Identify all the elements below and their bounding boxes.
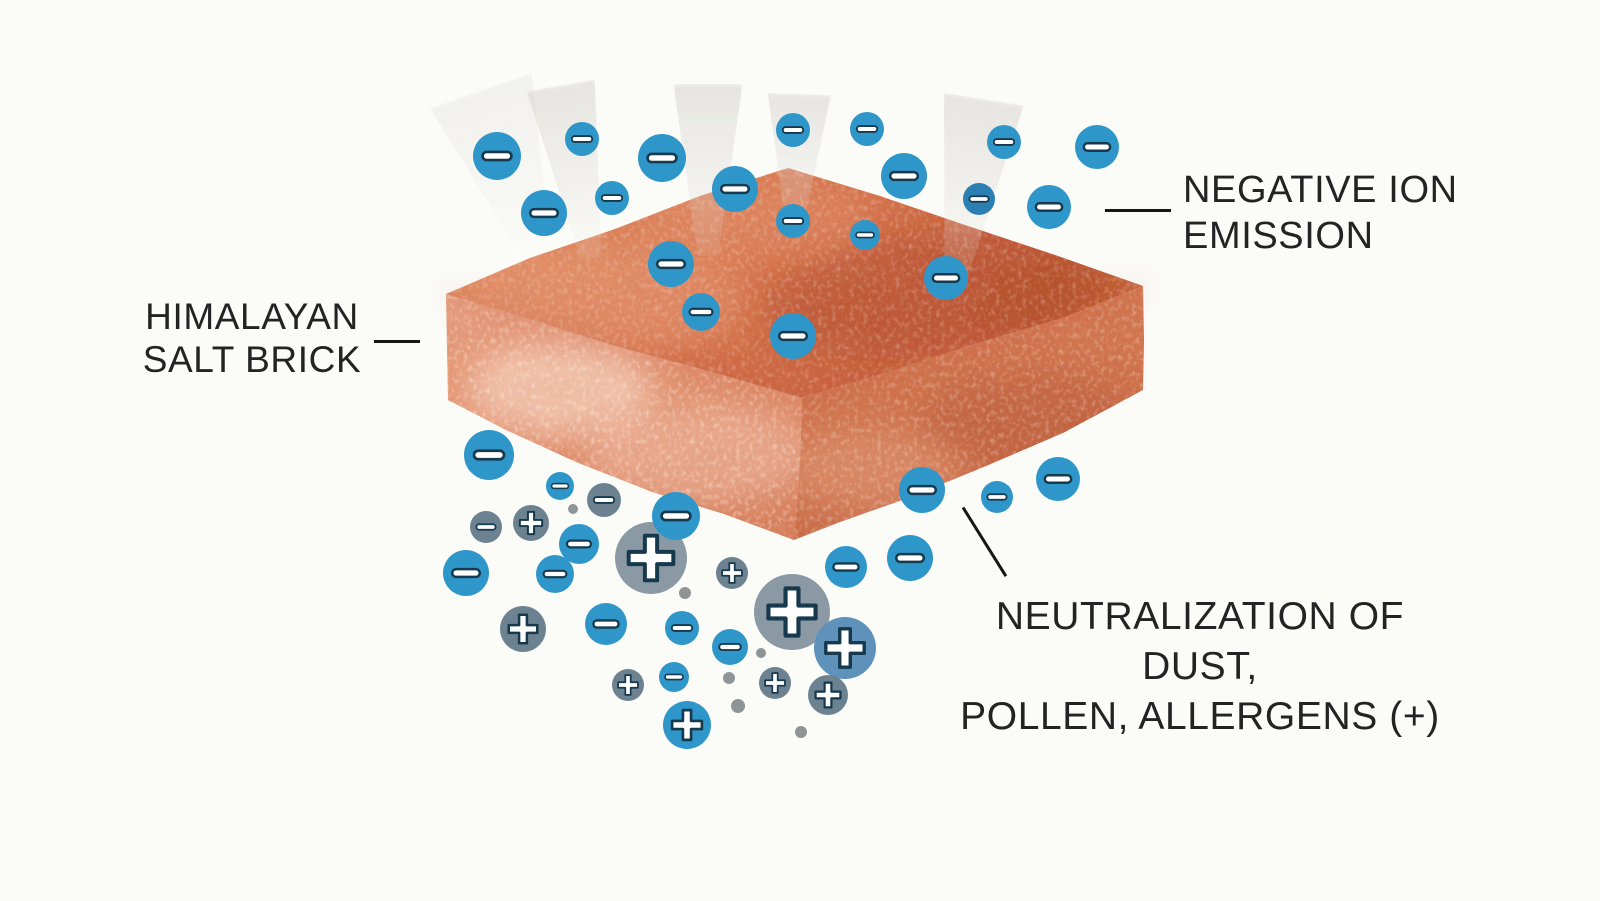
positive-ion	[513, 505, 549, 541]
negative-ion	[521, 190, 567, 236]
negative-ion	[665, 611, 699, 645]
negative-ion	[585, 603, 627, 645]
negative-ion	[776, 204, 810, 238]
negative-ion	[1036, 457, 1080, 501]
negative-ion	[464, 430, 514, 480]
negative-ion	[546, 472, 574, 500]
negative-ion	[682, 293, 720, 331]
negative-ion	[470, 511, 502, 543]
label-himalayan-salt-brick: HIMALAYAN SALT BRICK	[118, 295, 386, 381]
negative-ion	[1075, 125, 1119, 169]
positive-ion	[663, 701, 711, 749]
label-neutralization-line2: POLLEN, ALLERGENS (+)	[960, 695, 1440, 738]
neutral-particle-dot	[756, 648, 766, 658]
negative-ion	[924, 256, 968, 300]
label-himalayan-line2: SALT BRICK	[142, 339, 362, 380]
negative-ion	[536, 555, 574, 593]
leader-line-negative-ion	[1105, 209, 1171, 212]
neutral-particle-dot	[795, 726, 807, 738]
negative-ion	[887, 535, 933, 581]
label-neutralization-line1: NEUTRALIZATION OF DUST,	[995, 595, 1405, 688]
neutral-particle-dot	[568, 504, 578, 514]
negative-ion	[776, 113, 810, 147]
negative-ion	[648, 241, 694, 287]
positive-ion	[814, 617, 876, 679]
negative-ion	[712, 166, 758, 212]
negative-ion	[565, 122, 599, 156]
negative-ion	[659, 662, 689, 692]
negative-ion	[587, 483, 621, 517]
negative-ion	[712, 629, 748, 665]
positive-ion	[716, 557, 748, 589]
negative-ion	[770, 313, 816, 359]
positive-ion	[612, 669, 644, 701]
label-negative-ion-emission: NEGATIVE ION EMISSION	[1183, 167, 1600, 259]
negative-ion	[881, 153, 927, 199]
label-himalayan-line1: HIMALAYAN	[145, 296, 359, 337]
leader-line-salt-brick	[374, 340, 420, 343]
negative-ion	[899, 467, 945, 513]
neutral-particle-dot	[723, 672, 735, 684]
positive-ion	[759, 667, 791, 699]
negative-ion	[987, 125, 1021, 159]
positive-ion	[808, 675, 848, 715]
negative-ion	[850, 112, 884, 146]
negative-ion	[1027, 185, 1071, 229]
negative-ion	[850, 220, 880, 250]
neutral-particle-dot	[679, 587, 691, 599]
negative-ion	[963, 183, 995, 215]
negative-ion	[473, 132, 521, 180]
negative-ion	[825, 546, 867, 588]
label-neutralization: NEUTRALIZATION OF DUST, POLLEN, ALLERGEN…	[952, 592, 1448, 742]
negative-ion	[595, 181, 629, 215]
label-negative-line1: NEGATIVE ION	[1183, 169, 1458, 211]
negative-ion	[443, 550, 489, 596]
negative-ion	[652, 492, 700, 540]
neutral-particle-dot	[731, 699, 745, 713]
negative-ion	[981, 481, 1013, 513]
positive-ion	[500, 606, 546, 652]
negative-ion	[638, 134, 686, 182]
label-negative-line2: EMISSION	[1183, 215, 1374, 257]
